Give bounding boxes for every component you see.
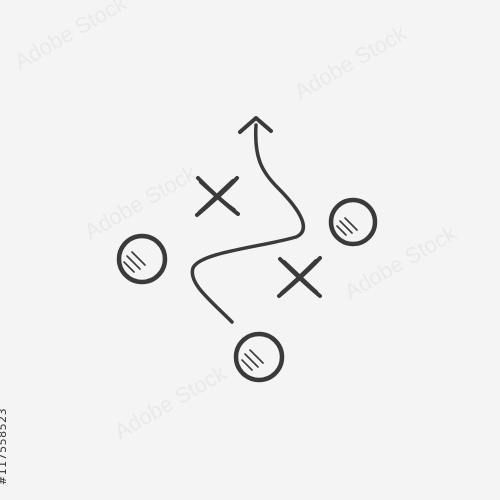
o-marker-icon (116, 233, 168, 285)
x-marker-icon (277, 256, 322, 298)
o-marker-icon (328, 197, 378, 247)
x-marker-icon (195, 176, 240, 217)
watermark-text: Adobe Stock (110, 360, 231, 445)
watermark-text: Adobe Stock (10, 0, 131, 74)
watermark-text: Adobe Stock (80, 160, 201, 245)
tactics-icon (116, 116, 378, 383)
arrow-head-icon (238, 116, 273, 134)
stock-id-label: #117558523 (0, 407, 10, 486)
o-marker-icon (233, 331, 285, 383)
play-route-line (190, 123, 306, 324)
watermark: Adobe Stock Adobe Stock Adobe Stock Adob… (10, 0, 461, 444)
watermark-text: Adobe Stock (340, 220, 461, 305)
watermark-text: Adobe Stock (290, 20, 411, 105)
